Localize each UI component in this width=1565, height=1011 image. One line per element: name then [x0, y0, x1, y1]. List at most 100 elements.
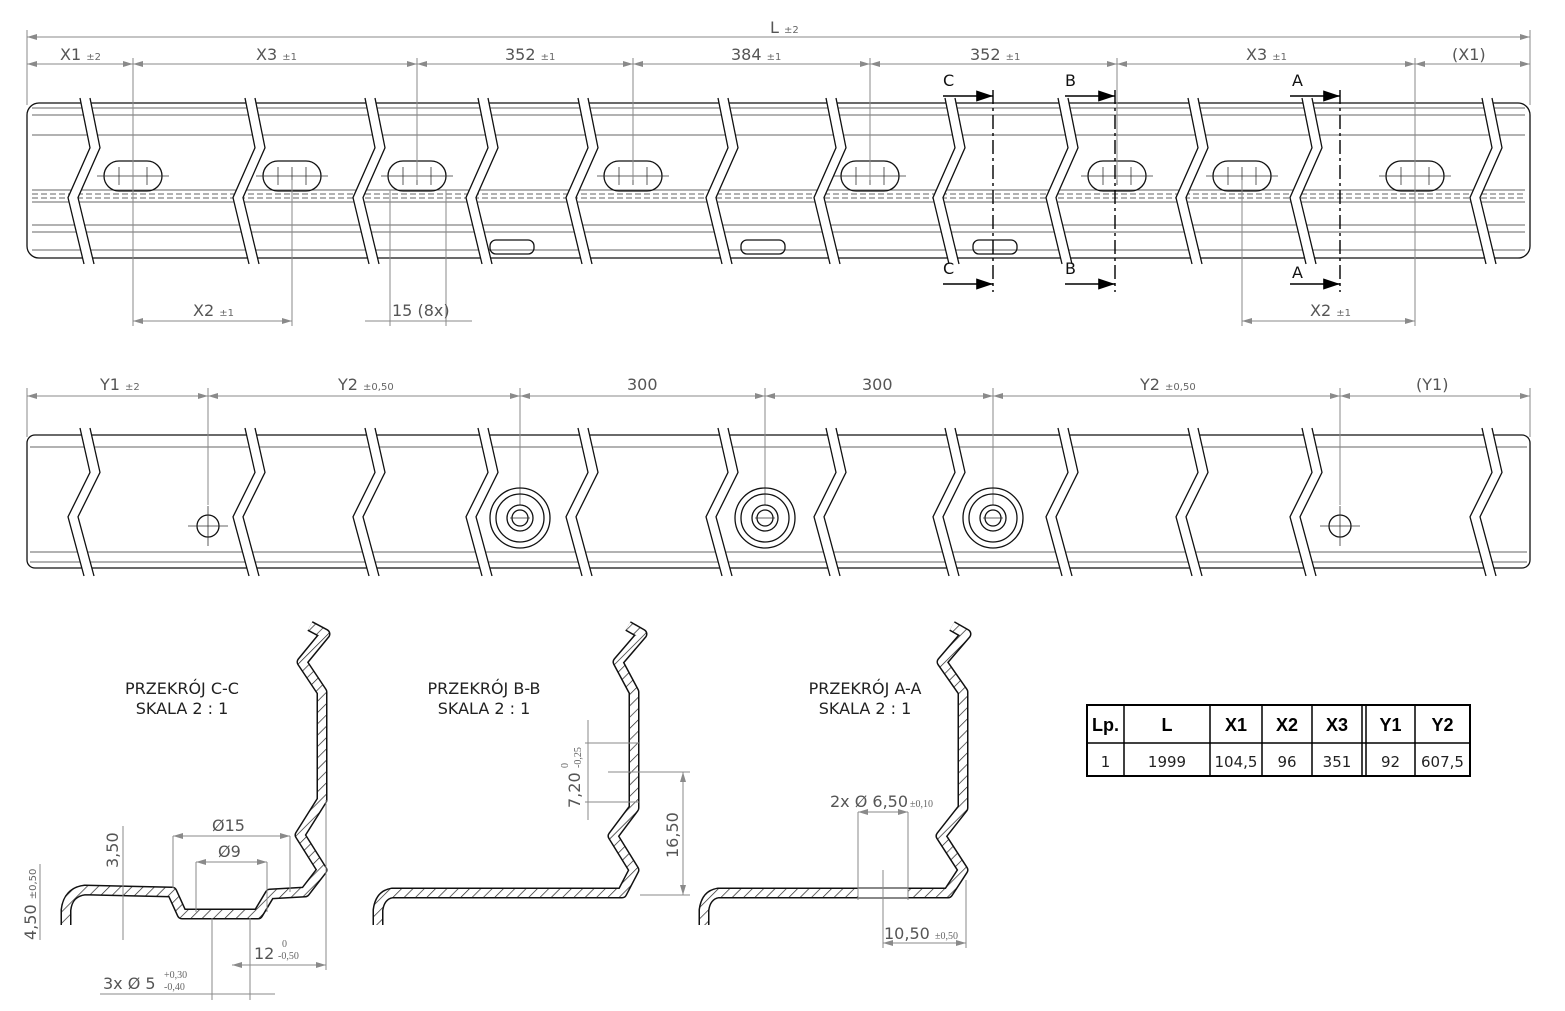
break-line	[362, 97, 386, 265]
break-line	[575, 97, 599, 265]
break-line-gap	[566, 98, 598, 264]
break-line	[705, 427, 729, 577]
dim-352-a: 352 ±1	[505, 45, 555, 64]
dim-12-tol-dn: -0,50	[278, 951, 299, 962]
break-line	[1289, 427, 1313, 577]
boss-circle	[495, 493, 545, 543]
break-line	[232, 427, 256, 577]
embossing	[740, 239, 786, 255]
break-line-gap	[1290, 428, 1322, 576]
dim-Y1: Y1 ±2	[99, 375, 140, 394]
section-bb-hatch	[374, 622, 646, 925]
boss-circle	[506, 504, 534, 532]
section-c-c: PRZEKRÓJ C-C SKALA 2 : 1 Ø15 Ø9 3,50 4,5…	[21, 621, 331, 1000]
top-dimension-texts: L ±2 X1 ±2 X3 ±1 352 ±1 384 ±1 352 ±1 X3…	[60, 18, 1486, 320]
dim-10-50-tol: ±0,50	[935, 931, 958, 942]
break-line	[705, 97, 729, 265]
break-line	[475, 427, 499, 577]
break-line	[1479, 427, 1503, 577]
break-line	[232, 97, 256, 265]
break-line	[352, 97, 376, 265]
dim-Y1-ref: (Y1)	[1416, 375, 1448, 394]
section-aa-profile	[698, 621, 972, 925]
boss-circle	[751, 504, 779, 532]
break-line	[813, 97, 837, 265]
break-line	[1469, 97, 1493, 265]
section-mark-A-top: A	[1292, 71, 1303, 90]
break-line-gap	[233, 98, 265, 264]
break-line	[475, 97, 499, 265]
rail-outline	[26, 434, 1531, 569]
break-line	[1185, 427, 1209, 577]
section-aa-hatch	[700, 622, 970, 925]
table-header-x2: X2	[1276, 715, 1298, 735]
dim-300-a: 300	[627, 375, 658, 394]
dim-d6-50-tol: ±0,10	[910, 799, 933, 810]
break-line	[942, 427, 966, 577]
dim-3-50: 3,50	[103, 832, 122, 868]
dim-7-20-tol-up: 0	[560, 763, 571, 768]
break-line	[67, 427, 91, 577]
break-line	[813, 427, 837, 577]
dim-X2-a: X2 ±1	[193, 301, 234, 320]
break-line	[1175, 97, 1199, 265]
break-line	[465, 427, 489, 577]
break-line-gap	[706, 98, 738, 264]
break-line	[1185, 97, 1209, 265]
break-line-gap	[233, 428, 265, 576]
boss-circle	[962, 487, 1024, 549]
dim-2x-d6-50: 2x Ø 6,50	[830, 792, 908, 811]
break-line-gap	[466, 98, 498, 264]
section-b-b: PRZEKRÓJ B-B SKALA 2 : 1 7,20 0 -0,25 16…	[372, 621, 690, 925]
dim-16-50: 16,50	[663, 812, 682, 858]
dim-Y2-b: Y2 ±0,50	[1139, 375, 1196, 394]
section-bb-title: PRZEKRÓJ B-B	[428, 679, 541, 698]
dim-4-50: 4,50 ±0,50	[21, 869, 40, 940]
dim-384: 384 ±1	[731, 45, 781, 64]
break-line-gap	[1176, 98, 1208, 264]
dim-X2-b: X2 ±1	[1310, 301, 1351, 320]
section-mark-B-bottom: B	[1065, 259, 1076, 278]
table-header-y1: Y1	[1379, 715, 1401, 735]
dim-X3-b: X3 ±1	[1246, 45, 1287, 64]
table-cell: 351	[1323, 753, 1352, 771]
break-line	[823, 427, 847, 577]
break-line	[715, 427, 739, 577]
break-line-gap	[353, 428, 385, 576]
dim-d5-tol-dn: -0,40	[164, 982, 185, 993]
top-view-rail	[26, 30, 1531, 326]
boss-circle	[734, 487, 796, 549]
section-cc-hatch	[62, 622, 329, 925]
section-a-a: PRZEKRÓJ A-A SKALA 2 : 1 2x Ø 6,50 ±0,10…	[698, 621, 972, 948]
break-line-gap	[1290, 98, 1322, 264]
table-header-x3: X3	[1326, 715, 1348, 735]
dim-12-tol-up: 0	[282, 939, 287, 950]
section-aa-title: PRZEKRÓJ A-A	[809, 679, 922, 698]
table-cell: 92	[1381, 753, 1400, 771]
break-line	[362, 427, 386, 577]
break-line-gap	[68, 428, 100, 576]
dim-3x-d5: 3x Ø 5	[103, 974, 156, 993]
break-line	[1479, 97, 1503, 265]
section-cc-scale: SKALA 2 : 1	[136, 699, 229, 718]
break-line	[1469, 427, 1493, 577]
break-line	[242, 427, 266, 577]
break-line	[1289, 97, 1313, 265]
section-cc-title: PRZEKRÓJ C-C	[125, 679, 239, 698]
boss-circle	[979, 504, 1007, 532]
dim-d15: Ø15	[212, 816, 245, 835]
table-cell: 1999	[1148, 753, 1186, 771]
break-line-gap	[1046, 98, 1078, 264]
section-mark-C-top: C	[943, 71, 954, 90]
break-line	[932, 97, 956, 265]
break-line-gap	[706, 428, 738, 576]
break-line-gap	[353, 98, 385, 264]
break-line	[942, 97, 966, 265]
break-line-gap	[1046, 428, 1078, 576]
break-line	[565, 427, 589, 577]
dim-7-20: 7,20	[565, 772, 584, 808]
break-line	[1299, 97, 1323, 265]
boss-circle	[968, 493, 1018, 543]
